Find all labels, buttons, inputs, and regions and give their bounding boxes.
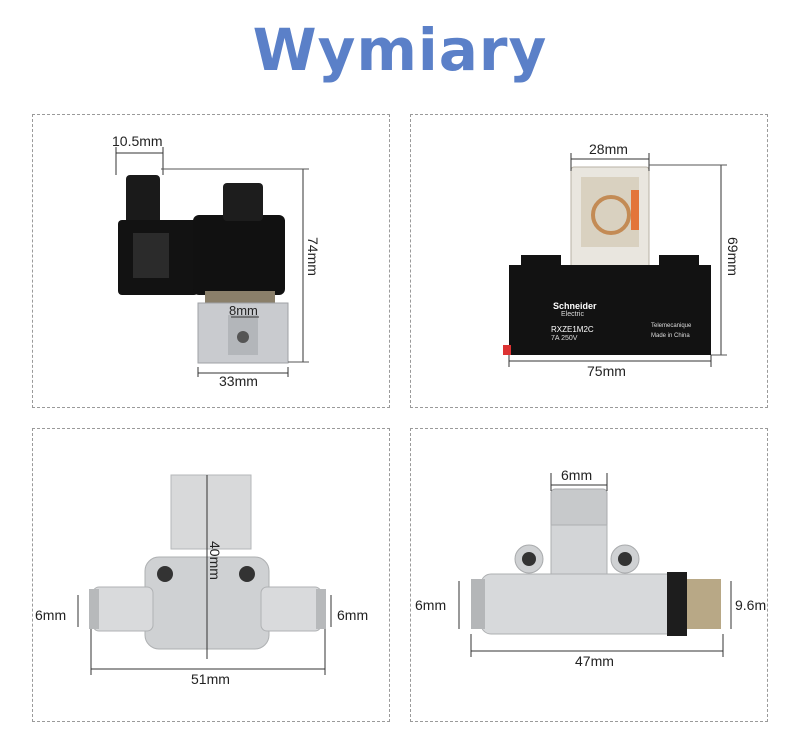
page-title: Wymiary	[252, 16, 548, 84]
brand-logo: Schneider	[553, 301, 597, 311]
panel-tee-fitting: 6mm 6mm 9.6mm 47mm	[410, 428, 768, 722]
model-number: RXZE1M2C	[551, 325, 594, 334]
panel-solenoid-valve: 10.5mm 74mm 8mm 33mm	[32, 114, 390, 408]
dimension-port-label: 8mm	[229, 303, 258, 318]
panel-relay: 28mm 69mm 75mm Schneider Electric RXZE1M…	[410, 114, 768, 408]
dimension-bottom-label: 75mm	[587, 363, 626, 379]
dimension-left-port-label: 6mm	[35, 607, 67, 623]
dimension-width-label: 51mm	[191, 671, 230, 687]
dimension-top-port-label: 6mm	[561, 467, 593, 483]
relay-illustration	[503, 153, 727, 367]
telemecanique-text: Telemecanique	[651, 323, 692, 329]
hand-valve-illustration	[77, 474, 332, 675]
dimension-height-label: 69mm	[725, 237, 741, 276]
tee-fitting-illustration	[458, 473, 732, 657]
solenoid-valve-illustration	[115, 147, 309, 377]
dimension-top-label: 28mm	[589, 141, 628, 157]
brand-logo-sub: Electric	[561, 311, 584, 318]
dimension-left-port-label: 6mm	[415, 597, 447, 613]
dimension-top-label: 10.5mm	[112, 133, 163, 149]
dimension-thread-label: 9.6mm	[735, 597, 767, 613]
rating-text: 7A 250V	[551, 335, 578, 342]
dimension-width-label: 47mm	[575, 653, 614, 669]
made-in-text: Made in China	[651, 333, 690, 339]
panel-hand-valve: 40mm 6mm 6mm 51mm	[32, 428, 390, 722]
dimension-right-port-label: 6mm	[337, 607, 369, 623]
dimension-bottom-label: 33mm	[219, 373, 258, 389]
dimension-height-label: 74mm	[305, 237, 321, 276]
dimension-height-label: 40mm	[207, 541, 223, 580]
